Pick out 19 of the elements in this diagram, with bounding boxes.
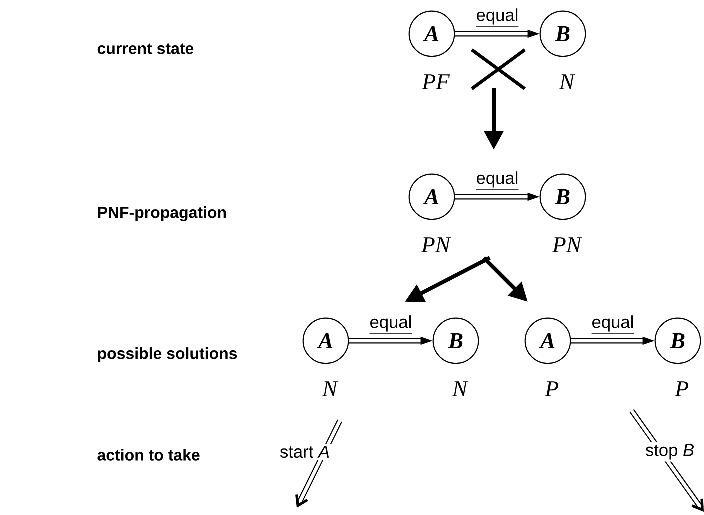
edge-label: equal	[476, 8, 519, 27]
state-value: P	[544, 382, 558, 396]
state-value: P	[674, 382, 688, 396]
state-value: PN	[552, 238, 583, 252]
edge-label: equal	[370, 316, 412, 334]
row-label: action to take	[98, 449, 200, 461]
state-value: PF	[422, 74, 450, 90]
row-label: PNF-propagation	[98, 206, 226, 222]
state-value: N	[452, 382, 469, 396]
action-arrow	[296, 420, 342, 508]
edge-label: start A	[278, 444, 332, 460]
edge-label: equal	[592, 316, 634, 334]
state-value: N	[559, 74, 576, 90]
row-label: possible solutions	[98, 348, 238, 362]
row-label: current state	[98, 44, 194, 54]
state-value: N	[322, 382, 339, 396]
edge-label: equal	[476, 172, 519, 190]
state-value: PN	[421, 238, 452, 252]
edge-label: stop B	[643, 442, 697, 462]
